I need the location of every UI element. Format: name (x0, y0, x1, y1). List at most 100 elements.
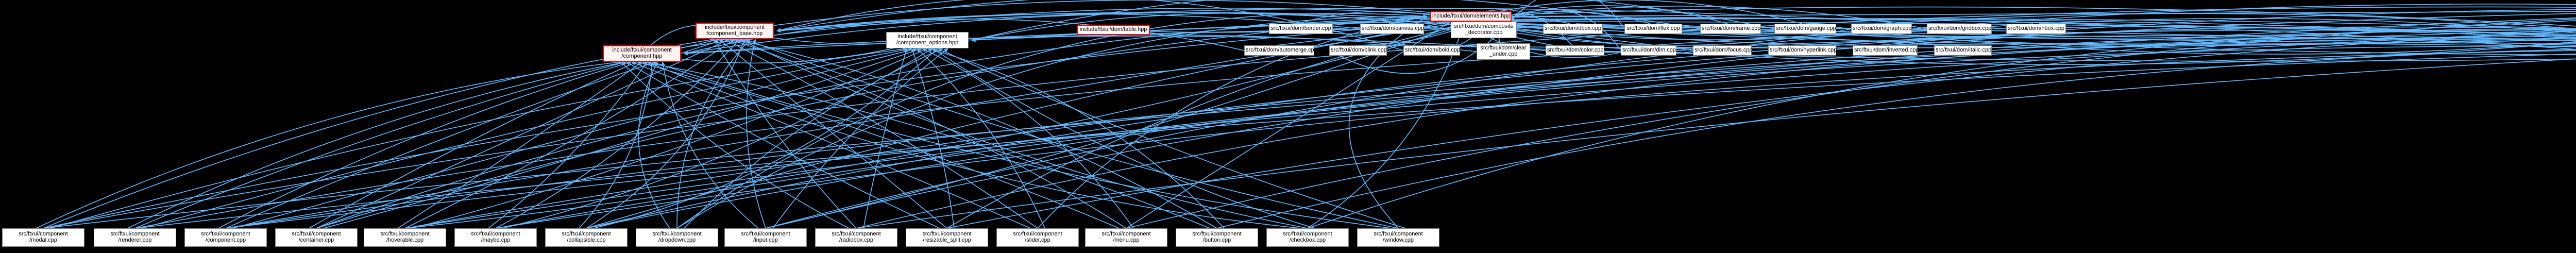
graph-node[interactable]: src/ftxui/dom/gauge.cpp (1774, 24, 1836, 34)
graph-node-label: src/ftxui/component /collapsible.cpp (562, 231, 611, 243)
graph-node[interactable]: src/ftxui/component /maybe.cpp (454, 228, 537, 247)
graph-node[interactable]: src/ftxui/component /renderer.cpp (94, 228, 176, 247)
graph-edge (684, 12, 1544, 55)
graph-edge (316, 14, 1428, 229)
graph-edge (621, 61, 850, 229)
graph-node[interactable]: src/ftxui/component /input.cpp (724, 228, 807, 247)
graph-node[interactable]: src/ftxui/component /button.cpp (1176, 228, 1258, 247)
graph-node[interactable]: src/ftxui/component /container.cpp (275, 228, 358, 247)
graph-edge (134, 53, 2576, 229)
graph-node[interactable]: src/ftxui/component /window.cpp (1357, 228, 1439, 247)
graph-edge (1452, 18, 2576, 29)
graph-node-label: src/ftxui/dom/graph.cpp (1853, 25, 1912, 32)
graph-node[interactable]: src/ftxui/component /radiobox.cpp (815, 228, 897, 247)
graph-node-label: src/ftxui/component /menu.cpp (1101, 231, 1151, 243)
graph-edge (323, 47, 923, 229)
graph-node-label: src/ftxui/component /radiobox.cpp (832, 231, 881, 243)
graph-edge (586, 26, 2576, 229)
graph-node[interactable]: src/ftxui/dom/blink.cpp (1329, 45, 1387, 56)
graph-edge (1307, 28, 2576, 229)
graph-node-label: src/ftxui/dom/focus.cpp (1694, 47, 1753, 54)
graph-node-label: src/ftxui/component /dropdown.cpp (652, 231, 702, 243)
graph-edge (734, 0, 1471, 31)
graph-node[interactable]: src/ftxui/component /menu.cpp (1085, 228, 1167, 247)
graph-edge (676, 14, 1428, 229)
graph-node-label: src/ftxui/component /renderer.cpp (110, 231, 160, 243)
graph-node[interactable]: src/ftxui/component /modal.cpp (2, 228, 84, 247)
graph-edge (744, 38, 1399, 229)
graph-edge (488, 61, 648, 229)
graph-edge (1216, 49, 2576, 229)
graph-node[interactable]: src/ftxui/dom/hyperlink.cpp (1768, 45, 1837, 56)
graph-edge (412, 48, 928, 229)
graph-node[interactable]: src/ftxui/dom/dim.cpp (1621, 45, 1676, 56)
graph-node-label: include/ftxui/component /component_base.… (705, 24, 765, 37)
graph-node[interactable]: src/ftxui/dom/italic.cpp (1934, 45, 1992, 56)
graph-edge (586, 39, 746, 229)
graph-edge (638, 61, 670, 229)
graph-node[interactable]: src/ftxui/dom/flex.cpp (1624, 24, 1682, 34)
graph-node[interactable]: include/ftxui/dom/elements.hpp (1430, 11, 1512, 22)
graph-node[interactable]: src/ftxui/dom/dbox.cpp (1543, 24, 1603, 34)
graph-node[interactable]: include/ftxui/component /component.hpp (603, 45, 681, 62)
graph-edge (641, 60, 1210, 229)
graph-node-label: include/ftxui/dom/elements.hpp (1432, 13, 1511, 20)
graph-node[interactable]: src/ftxui/component /dropdown.cpp (636, 228, 718, 247)
graph-edge (631, 61, 1031, 229)
graph-edge (218, 61, 632, 229)
graph-node-label: src/ftxui/dom/dim.cpp (1622, 47, 1676, 54)
graph-node[interactable]: include/ftxui/component /component_base.… (696, 23, 774, 39)
graph-node[interactable]: src/ftxui/dom/gridbox.cpp (1927, 24, 1992, 34)
graph-edge (316, 39, 730, 229)
graph-edge (776, 13, 1361, 33)
graph-node[interactable]: src/ftxui/component /hoverable.cpp (364, 228, 446, 247)
graph-edge (946, 20, 1480, 229)
graph-edge (937, 48, 1406, 229)
graph-node[interactable]: src/ftxui/dom/color.cpp (1546, 45, 1604, 56)
graph-node[interactable]: src/ftxui/dom/automerge.cpp (1244, 45, 1317, 56)
graph-edge (932, 48, 1315, 229)
graph-node[interactable]: src/ftxui/dom/frame.cpp (1700, 24, 1761, 34)
graph-edge (729, 38, 1127, 229)
graph-edge (922, 48, 1134, 229)
graph-node[interactable]: src/ftxui/dom/focus.cpp (1693, 45, 1753, 56)
graph-edge (661, 61, 759, 229)
graph-edge (971, 12, 1451, 42)
graph-node[interactable]: include/ftxui/component /component_optio… (886, 32, 969, 48)
graph-node-label: src/ftxui/component /resizable_split.cpp (922, 231, 972, 243)
graph-node[interactable]: src/ftxui/component /checkbox.cpp (1266, 228, 1349, 247)
graph-node-label: src/ftxui/component /modal.cpp (19, 231, 68, 243)
graph-node[interactable]: src/ftxui/dom/clear _under.cpp (1477, 43, 1530, 60)
graph-edge (134, 35, 2576, 229)
graph-edge (739, 39, 1308, 229)
graph-node[interactable]: src/ftxui/component /collapsible.cpp (545, 228, 628, 247)
graph-edge (1470, 20, 1800, 48)
graph-node-label: src/ftxui/dom/border.cpp (1270, 25, 1331, 32)
graph-node[interactable]: src/ftxui/component /component.cpp (184, 228, 267, 247)
graph-edge (676, 39, 751, 229)
graph-edge (714, 39, 857, 229)
graph-node[interactable]: src/ftxui/dom/bold.cpp (1403, 45, 1460, 56)
graph-node-label: src/ftxui/dom/hyperlink.cpp (1770, 47, 1837, 54)
graph-edge (946, 30, 2576, 229)
graph-node[interactable]: src/ftxui/dom/canvas.cpp (1360, 24, 1424, 34)
graph-node[interactable]: src/ftxui/dom/graph.cpp (1851, 24, 1912, 34)
graph-node[interactable]: src/ftxui/dom/inverted.cpp (1853, 45, 1919, 56)
graph-edge (1484, 19, 2576, 35)
graph-edge (1126, 18, 2576, 229)
graph-node[interactable]: src/ftxui/dom/hbox.cpp (2006, 24, 2066, 34)
graph-node[interactable]: include/ftxui/dom/table.hpp (1077, 25, 1150, 35)
graph-edge (765, 4, 2576, 229)
graph-node[interactable]: src/ftxui/dom/border.cpp (1269, 24, 1333, 34)
graph-node-label: src/ftxui/component /window.cpp (1374, 231, 1423, 243)
graph-node-label: src/ftxui/dom/bold.cpp (1405, 47, 1460, 54)
graph-node-label: src/ftxui/component /checkbox.cpp (1283, 231, 1332, 243)
graph-edge (495, 45, 2576, 229)
graph-node[interactable]: src/ftxui/dom/composite _decorator.cpp (1451, 22, 1517, 38)
graph-edge (1514, 9, 1621, 51)
graph-node-label: src/ftxui/dom/flex.cpp (1626, 25, 1680, 32)
graph-edge (50, 47, 907, 229)
graph-node[interactable]: src/ftxui/component /slider.cpp (996, 228, 1079, 247)
graph-node[interactable]: src/ftxui/component /resizable_split.cpp (906, 228, 988, 247)
